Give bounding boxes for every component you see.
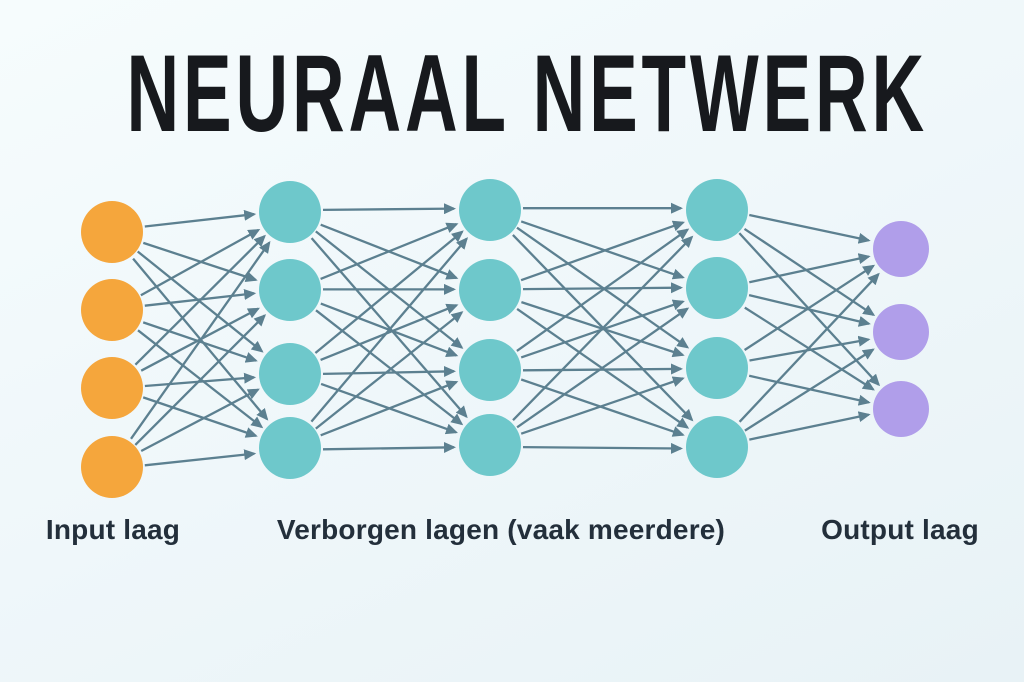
input-layer-node-3 [81, 357, 143, 419]
edge-hidden-layer-3-3-to-output-layer-1 [743, 264, 876, 351]
edge-input-layer-4-to-hidden-layer-1-1 [130, 240, 271, 440]
edge-hidden-layer-2-4-to-hidden-layer-3-3 [520, 376, 685, 435]
edge-hidden-layer-1-4-to-hidden-layer-2-1 [310, 237, 468, 423]
edge-input-layer-2-to-hidden-layer-1-1 [140, 228, 261, 297]
hidden-layer-1-node-3 [259, 343, 321, 405]
edge-hidden-layer-1-4-to-hidden-layer-2-4 [322, 441, 456, 453]
edge-hidden-layer-1-3-to-hidden-layer-2-3 [322, 365, 456, 377]
edge-hidden-layer-3-4-to-output-layer-2 [744, 348, 875, 432]
edge-hidden-layer-2-3-to-hidden-layer-3-1 [516, 228, 690, 352]
edge-hidden-layer-1-1-to-hidden-layer-2-1 [322, 203, 456, 215]
edge-hidden-layer-2-1-to-hidden-layer-3-2 [520, 220, 685, 280]
hidden-layer-2-node-2 [459, 259, 521, 321]
hidden-layer-3-node-3 [686, 337, 748, 399]
edge-hidden-layer-1-2-to-hidden-layer-2-4 [315, 309, 464, 426]
input-layer-node-1 [81, 201, 143, 263]
hidden-layer-3-node-1 [686, 179, 748, 241]
hidden-layer-2-node-3 [459, 339, 521, 401]
edge-hidden-layer-3-2-to-output-layer-2 [748, 293, 871, 327]
output-layer-node-3 [873, 381, 929, 437]
edge-hidden-layer-1-2-to-hidden-layer-2-1 [320, 222, 459, 280]
input-layer-node-4 [81, 436, 143, 498]
hidden-layer-3-node-4 [686, 416, 748, 478]
edge-hidden-layer-3-1-to-output-layer-2 [743, 227, 876, 317]
hidden-layer-2-node-1 [459, 179, 521, 241]
edge-hidden-layer-3-4-to-output-layer-3 [749, 411, 871, 441]
edge-hidden-layer-3-2-to-output-layer-1 [749, 253, 871, 284]
edge-hidden-layer-2-3-to-hidden-layer-3-3 [522, 363, 683, 375]
edge-hidden-layer-3-1-to-output-layer-1 [749, 213, 871, 244]
edge-input-layer-4-to-hidden-layer-1-2 [134, 314, 267, 446]
edge-hidden-layer-2-2-to-hidden-layer-3-2 [522, 282, 683, 294]
output-layer-node-1 [873, 221, 929, 277]
hidden-layer-1-node-4 [259, 417, 321, 479]
output-layer-label: Output laag [821, 514, 979, 545]
output-layer-node-2 [873, 304, 929, 360]
hidden-layer-1-node-1 [259, 181, 321, 243]
edge-hidden-layer-2-4-to-hidden-layer-3-1 [512, 235, 694, 422]
edge-hidden-layer-3-3-to-output-layer-2 [749, 335, 871, 362]
edge-hidden-layer-1-4-to-hidden-layer-2-2 [315, 311, 464, 430]
edge-input-layer-1-to-hidden-layer-1-1 [144, 209, 257, 228]
edge-input-layer-4-to-hidden-layer-1-3 [140, 388, 260, 453]
hidden-layer-2-node-4 [459, 414, 521, 476]
edge-hidden-layer-3-4-to-output-layer-1 [738, 272, 880, 423]
hidden-layer-1-node-2 [259, 259, 321, 321]
hidden-layers-label: Verborgen lagen (vaak meerdere) [276, 514, 726, 545]
connection-edges [130, 202, 881, 467]
hidden-layer-3-node-2 [686, 257, 748, 319]
input-layer-node-2 [81, 279, 143, 341]
edge-hidden-layer-2-4-to-hidden-layer-3-4 [522, 442, 683, 454]
edge-hidden-layer-2-4-to-hidden-layer-3-2 [516, 307, 690, 429]
edge-hidden-layer-1-3-to-hidden-layer-2-2 [320, 303, 459, 361]
neuron-nodes [81, 179, 929, 498]
edge-hidden-layer-1-4-to-hidden-layer-2-3 [320, 380, 459, 437]
edge-hidden-layer-2-2-to-hidden-layer-3-1 [520, 220, 685, 282]
input-layer-label: Input laag [45, 514, 181, 545]
edge-hidden-layer-1-1-to-hidden-layer-2-4 [310, 237, 468, 419]
edge-input-layer-3-to-hidden-layer-1-4 [142, 396, 258, 438]
edge-hidden-layer-1-3-to-hidden-layer-2-1 [314, 230, 464, 354]
edge-input-layer-3-to-hidden-layer-1-1 [134, 234, 266, 366]
edge-input-layer-4-to-hidden-layer-1-4 [144, 449, 257, 467]
edge-input-layer-2-to-hidden-layer-1-4 [137, 329, 264, 429]
